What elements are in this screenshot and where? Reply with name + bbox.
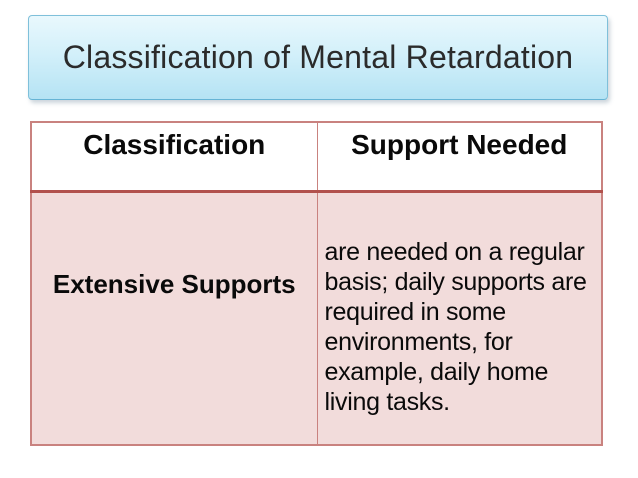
- column-header-classification: Classification: [30, 121, 318, 193]
- slide-title-box: Classification of Mental Retardation: [28, 15, 608, 100]
- classification-table: Classification Support Needed Extensive …: [30, 121, 603, 446]
- column-header-support-needed: Support Needed: [316, 121, 603, 193]
- cell-classification-value: Extensive Supports: [30, 190, 318, 446]
- cell-support-needed-value: are needed on a regular basis; daily sup…: [316, 190, 603, 446]
- table-row: Extensive Supports are needed on a regul…: [30, 190, 603, 446]
- table-header-row: Classification Support Needed: [30, 121, 603, 193]
- slide-title: Classification of Mental Retardation: [62, 39, 574, 75]
